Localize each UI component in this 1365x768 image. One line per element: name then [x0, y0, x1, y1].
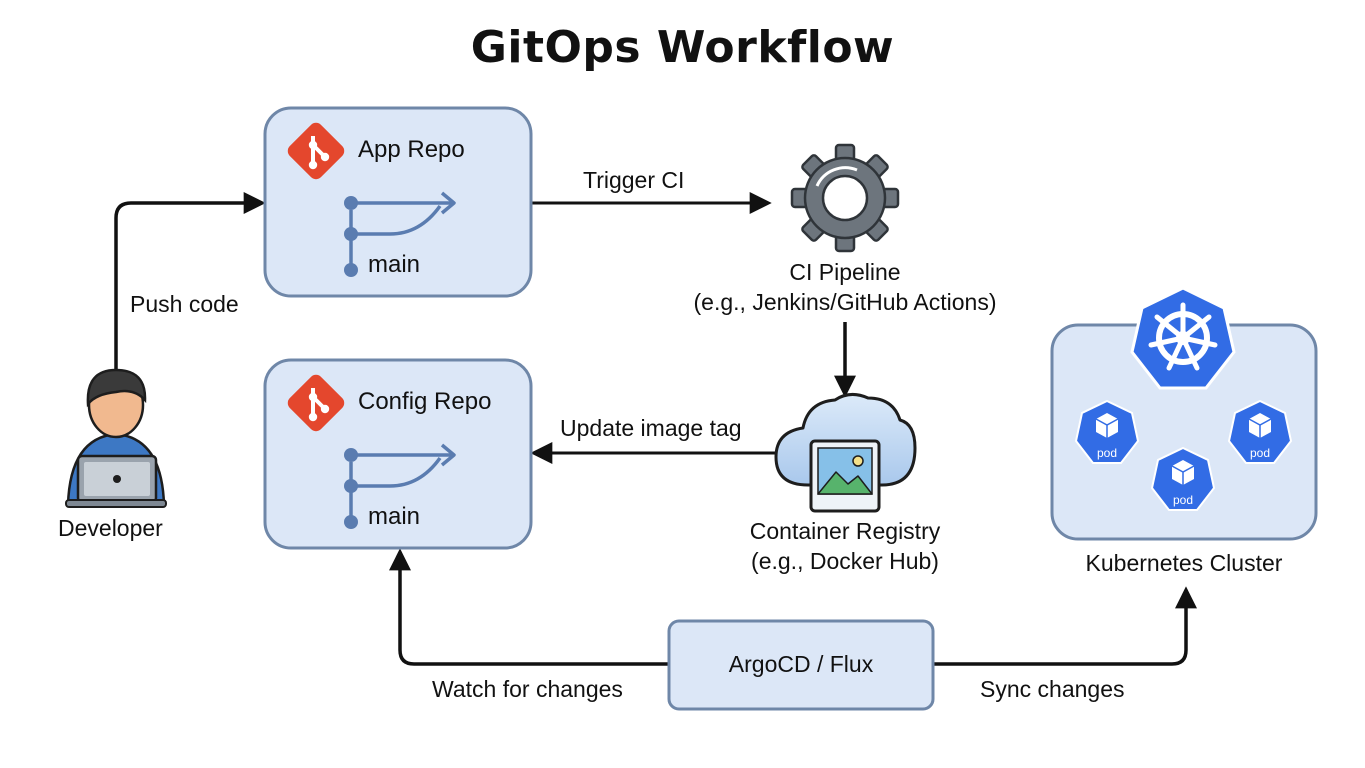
- trigger-ci-label: Trigger CI: [583, 167, 685, 193]
- edge-sync-changes: [934, 586, 1197, 666]
- config-repo-title: Config Repo: [358, 388, 492, 415]
- container-registry-subtitle: (e.g., Docker Hub): [751, 548, 939, 574]
- ci-pipeline-label: CI Pipeline (e.g., Jenkins/GitHub Action…: [645, 257, 1045, 317]
- edge-push-code: [114, 192, 266, 370]
- container-registry-title: Container Registry: [749, 518, 941, 544]
- app-repo-branch-label: main: [368, 251, 421, 278]
- pod-icon: pod: [1074, 399, 1140, 464]
- image-icon: [809, 439, 881, 513]
- app-repo-title: App Repo: [358, 136, 465, 163]
- kubernetes-cluster-label: Kubernetes Cluster: [1085, 550, 1283, 576]
- push-code-label: Push code: [130, 291, 239, 317]
- developer-icon[interactable]: [65, 368, 167, 508]
- watch-for-changes-label: Watch for changes: [432, 676, 623, 702]
- branch-icon: [344, 443, 456, 529]
- pod-icon: pod: [1227, 399, 1293, 464]
- developer-label: Developer: [58, 515, 163, 541]
- pod-label: pod: [1250, 446, 1270, 460]
- edge-watch-for-changes: [389, 548, 668, 666]
- config-repo-branch-label: main: [368, 503, 421, 530]
- gear-icon[interactable]: [790, 143, 900, 253]
- ci-pipeline-subtitle: (e.g., Jenkins/GitHub Actions): [693, 289, 997, 315]
- ci-pipeline-title: CI Pipeline: [789, 259, 901, 285]
- git-logo-icon: [287, 122, 345, 180]
- container-registry-label: Container Registry (e.g., Docker Hub): [695, 516, 995, 576]
- page-title: GitOps Workflow: [470, 22, 895, 73]
- git-logo-icon: [287, 374, 345, 432]
- pod-icon: pod: [1150, 446, 1216, 511]
- kubernetes-icon: [1130, 286, 1236, 390]
- pod-label: pod: [1173, 493, 1193, 507]
- pod-label: pod: [1097, 446, 1117, 460]
- sync-changes-label: Sync changes: [980, 676, 1125, 702]
- argocd-flux-box[interactable]: [667, 619, 935, 711]
- update-image-tag-label: Update image tag: [560, 415, 742, 441]
- branch-icon: [344, 191, 456, 277]
- argocd-flux-label: ArgoCD / Flux: [728, 651, 874, 677]
